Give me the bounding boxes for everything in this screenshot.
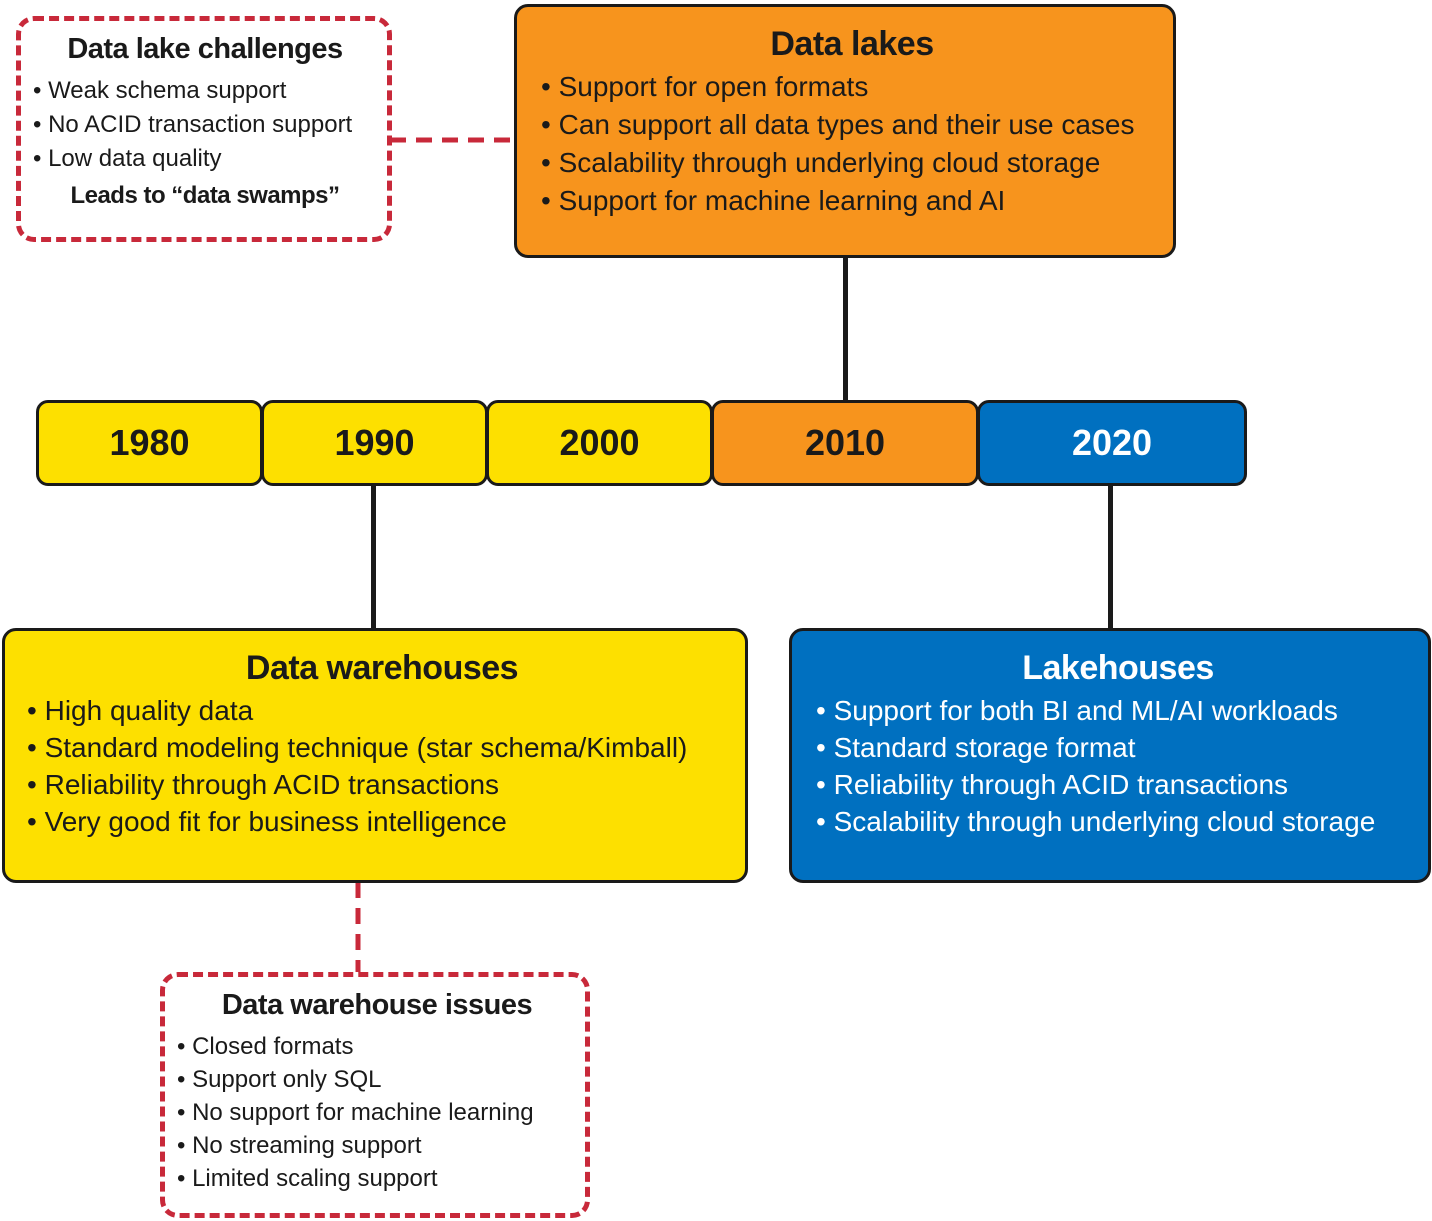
- list-item: Limited scaling support: [177, 1162, 577, 1195]
- list-item: Support for machine learning and AI: [541, 182, 1163, 220]
- list-item: No ACID transaction support: [33, 108, 377, 142]
- data-lakes-box: Data lakes Support for open formats Can …: [514, 4, 1176, 258]
- list-item: Support for both BI and ML/AI workloads: [816, 692, 1420, 729]
- lakehouses-box: Lakehouses Support for both BI and ML/AI…: [789, 628, 1431, 883]
- list-item: High quality data: [27, 692, 737, 729]
- list-item: Scalability through underlying cloud sto…: [816, 803, 1420, 840]
- data-lake-challenges-footer: Leads to “data swamps”: [70, 182, 340, 209]
- list-item: Standard storage format: [816, 729, 1420, 766]
- data-warehouse-issues-title: Data warehouse issues: [221, 989, 533, 1021]
- year-1980: 1980: [36, 400, 263, 486]
- list-item: Scalability through underlying cloud sto…: [541, 144, 1163, 182]
- data-lake-challenges-box: Data lake challenges Weak schema support…: [16, 16, 392, 242]
- list-item: No support for machine learning: [177, 1096, 577, 1129]
- list-item: Reliability through ACID transactions: [27, 766, 737, 803]
- data-warehouse-issues-list: Closed formats Support only SQL No suppo…: [177, 1030, 577, 1195]
- data-lake-challenges-title: Data lake challenges: [67, 33, 343, 65]
- year-2020: 2020: [977, 400, 1247, 486]
- list-item: Closed formats: [177, 1030, 577, 1063]
- list-item: Low data quality: [33, 142, 377, 176]
- data-warehouses-box: Data warehouses High quality data Standa…: [2, 628, 748, 883]
- lakehouses-list: Support for both BI and ML/AI workloads …: [816, 692, 1420, 840]
- data-warehouses-title: Data warehouses: [245, 649, 519, 687]
- data-lakes-connector: [843, 256, 848, 402]
- data-lakes-title: Data lakes: [770, 25, 934, 63]
- list-item: Weak schema support: [33, 74, 377, 108]
- lakehouses-connector: [1108, 484, 1113, 630]
- year-1990: 1990: [261, 400, 488, 486]
- list-item: Support only SQL: [177, 1063, 577, 1096]
- list-item: Standard modeling technique (star schema…: [27, 729, 737, 766]
- data-warehouse-issues-box: Data warehouse issues Closed formats Sup…: [160, 972, 590, 1218]
- data-lake-challenges-list: Weak schema support No ACID transaction …: [33, 74, 377, 176]
- data-lakes-list: Support for open formats Can support all…: [541, 68, 1163, 220]
- list-item: Support for open formats: [541, 68, 1163, 106]
- data-warehouses-list: High quality data Standard modeling tech…: [27, 692, 737, 840]
- list-item: No streaming support: [177, 1129, 577, 1162]
- list-item: Reliability through ACID transactions: [816, 766, 1420, 803]
- data-warehouses-connector: [371, 484, 376, 630]
- year-2000: 2000: [486, 400, 713, 486]
- list-item: Can support all data types and their use…: [541, 106, 1163, 144]
- year-2010: 2010: [711, 400, 979, 486]
- list-item: Very good fit for business intelligence: [27, 803, 737, 840]
- lakehouses-title: Lakehouses: [1022, 649, 1214, 687]
